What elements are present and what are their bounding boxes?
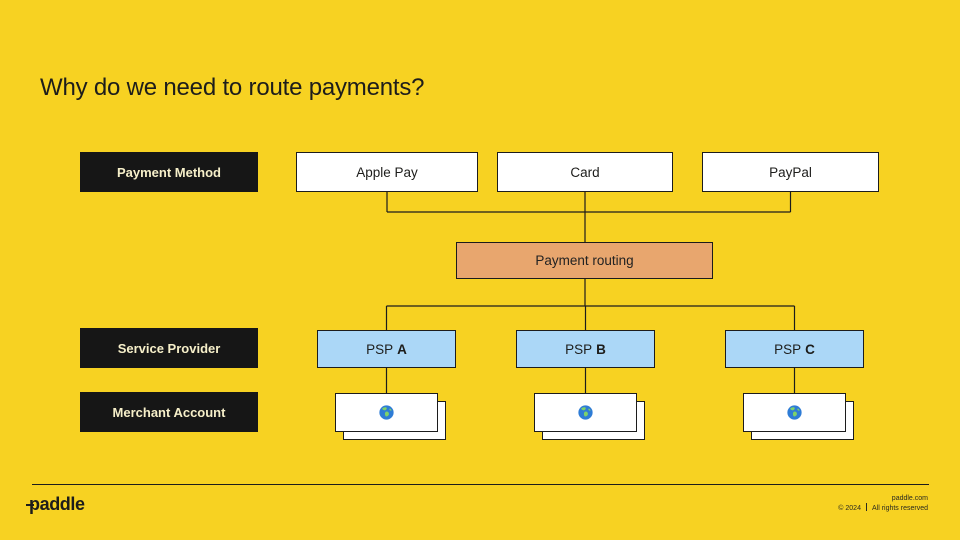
label-merchant-account: Merchant Account bbox=[80, 392, 258, 432]
psp-letter: B bbox=[596, 341, 606, 357]
psp-name: PSP bbox=[774, 341, 802, 357]
psp-a-box: PSP A bbox=[317, 330, 456, 368]
card-front bbox=[534, 393, 637, 432]
footer-separator bbox=[865, 503, 867, 511]
footer-copyright: © 2024 bbox=[838, 505, 861, 512]
payment-method-paypal: PayPal bbox=[702, 152, 879, 192]
label-service-provider: Service Provider bbox=[80, 328, 258, 368]
card-front bbox=[743, 393, 846, 432]
footer-website: paddle.com bbox=[891, 495, 928, 502]
paddle-logo: paddle bbox=[26, 494, 85, 514]
footer-divider bbox=[32, 484, 929, 485]
globe-icon bbox=[379, 405, 394, 420]
psp-letter: A bbox=[397, 341, 407, 357]
globe-icon bbox=[787, 405, 802, 420]
card-front bbox=[335, 393, 438, 432]
psp-name: PSP bbox=[565, 341, 593, 357]
merchant-account-card-c bbox=[743, 393, 854, 440]
footer-copyright-line: © 2024 All rights reserved bbox=[838, 503, 928, 513]
footer-rights: All rights reserved bbox=[871, 505, 928, 512]
payment-method-apple-pay: Apple Pay bbox=[296, 152, 478, 192]
payment-method-card: Card bbox=[497, 152, 673, 192]
footer-info: paddle.com © 2024 All rights reserved bbox=[838, 494, 928, 513]
psp-c-box: PSP C bbox=[725, 330, 864, 368]
globe-icon bbox=[578, 405, 593, 420]
payment-routing-box: Payment routing bbox=[456, 242, 713, 279]
psp-name: PSP bbox=[366, 341, 394, 357]
psp-letter: C bbox=[805, 341, 815, 357]
merchant-account-card-b bbox=[534, 393, 645, 440]
psp-b-box: PSP B bbox=[516, 330, 655, 368]
merchant-account-card-a bbox=[335, 393, 446, 440]
page-title: Why do we need to route payments? bbox=[40, 74, 425, 101]
label-payment-method: Payment Method bbox=[80, 152, 258, 192]
